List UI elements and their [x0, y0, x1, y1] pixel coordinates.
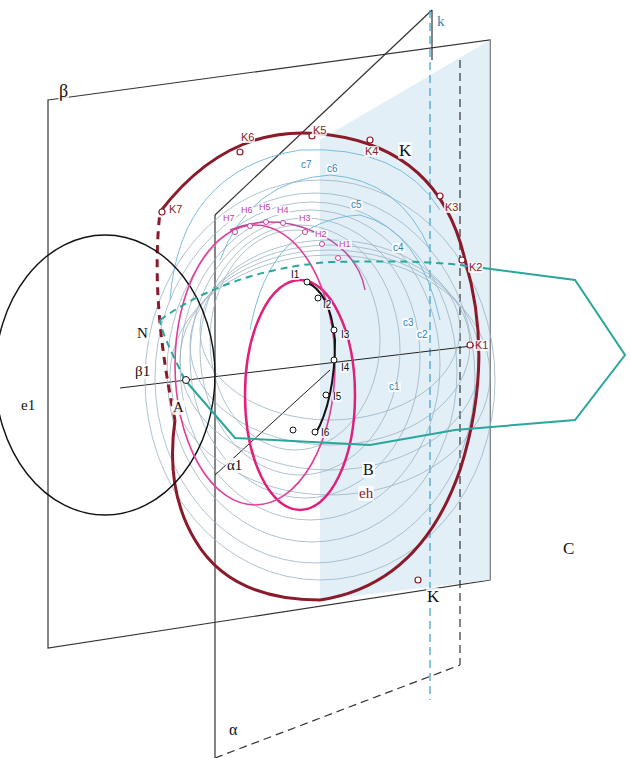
- point-label: β: [58, 82, 69, 100]
- point-label: c4: [392, 243, 405, 253]
- point-label: K6: [240, 132, 255, 143]
- point-label: H1: [338, 240, 352, 249]
- point-label: H6: [240, 206, 254, 215]
- point-label: K7: [168, 204, 183, 215]
- point-label: K: [398, 142, 412, 159]
- point-label: I1: [290, 270, 300, 280]
- point-label: k: [436, 14, 446, 29]
- point-label: B: [362, 462, 375, 478]
- point-label: I5: [332, 392, 342, 402]
- point-label: eh: [358, 486, 374, 501]
- point-label: C: [562, 540, 575, 557]
- point-label: A: [172, 400, 185, 415]
- point-label: I6: [320, 428, 330, 438]
- point-label: H2: [314, 230, 328, 239]
- point-label: N: [136, 326, 149, 341]
- point-label: c1: [388, 382, 401, 392]
- point-label: K: [426, 588, 440, 605]
- point-label: I4: [340, 363, 350, 373]
- point-label: c2: [416, 330, 429, 340]
- point-label: H5: [258, 203, 272, 212]
- point-label: K1: [474, 340, 489, 351]
- point-label: α1: [226, 458, 243, 473]
- point-label: H4: [276, 206, 290, 215]
- point-label: β1: [134, 364, 151, 379]
- point-label: H3: [298, 214, 312, 223]
- point-label: c5: [350, 200, 363, 210]
- point-label: c6: [326, 164, 339, 174]
- point-label: c3: [402, 318, 415, 328]
- point-label: α: [228, 722, 238, 738]
- point-label: K3: [444, 202, 459, 213]
- point-label: K4: [364, 146, 379, 157]
- point-label: c7: [300, 160, 313, 170]
- point-label: I2: [322, 300, 332, 310]
- point-label: H7: [222, 214, 236, 223]
- point-label: K5: [312, 125, 327, 136]
- point-label: K2: [468, 262, 483, 273]
- point-label: I3: [340, 330, 350, 340]
- point-label: e1: [20, 398, 36, 413]
